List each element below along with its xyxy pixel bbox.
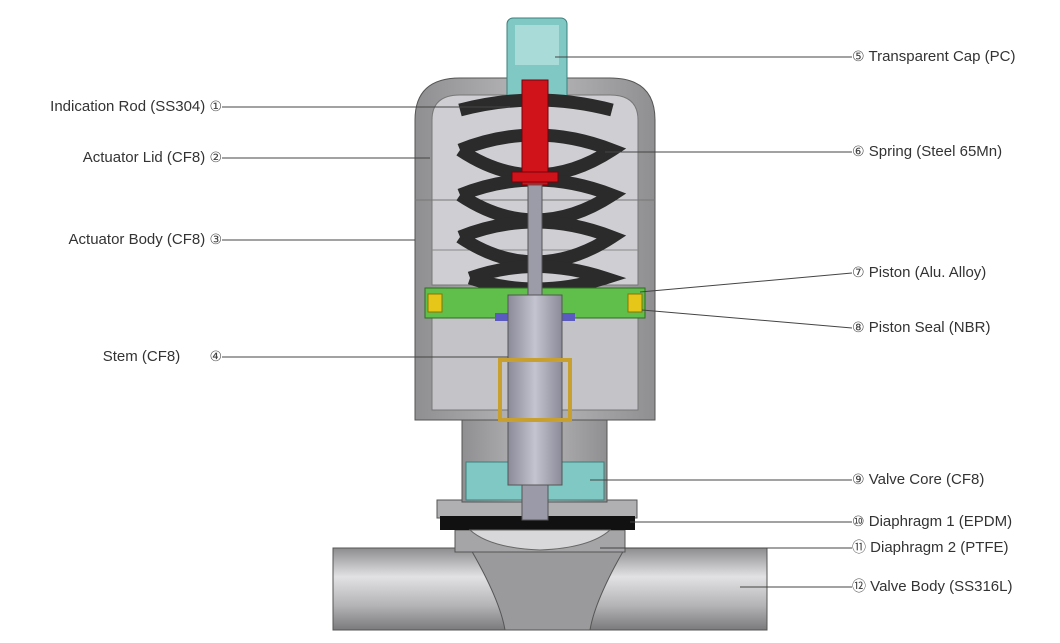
label-number: ⑧ bbox=[852, 320, 865, 336]
label-number: ⑪ bbox=[852, 540, 866, 556]
label-number: ③ bbox=[209, 232, 222, 248]
label-text: Piston Seal (NBR) bbox=[868, 319, 991, 336]
label-text: Spring (Steel 65Mn) bbox=[868, 143, 1003, 160]
indication-rod bbox=[521, 79, 549, 186]
label-number: ⑨ bbox=[852, 472, 865, 488]
label-text: Diaphragm 1 (EPDM) bbox=[868, 513, 1013, 530]
label-piston-seal: ⑧ Piston Seal (NBR) bbox=[852, 319, 990, 337]
label-text: Indication Rod (SS304) bbox=[50, 98, 206, 115]
label-diaphragm-1: ⑩ Diaphragm 1 (EPDM) bbox=[852, 513, 1012, 531]
label-text: Valve Core (CF8) bbox=[868, 471, 985, 488]
stem bbox=[507, 294, 563, 486]
label-number: ① bbox=[209, 99, 222, 115]
label-valve-core: ⑨ Valve Core (CF8) bbox=[852, 471, 984, 489]
leader-lines bbox=[222, 56, 853, 588]
label-number: ⑦ bbox=[852, 265, 865, 281]
label-text: Valve Body (SS316L) bbox=[870, 578, 1013, 595]
label-text: Transparent Cap (PC) bbox=[868, 48, 1016, 65]
label-text: Diaphragm 2 (PTFE) bbox=[870, 539, 1009, 556]
valve-body bbox=[332, 529, 768, 631]
label-text: Stem (CF8) bbox=[102, 348, 181, 365]
label-number: ② bbox=[209, 150, 222, 166]
piston-seal-right bbox=[627, 293, 643, 313]
diaphragm-2 bbox=[468, 529, 612, 551]
label-number: ⑩ bbox=[852, 514, 865, 530]
label-number: ⑤ bbox=[852, 49, 865, 65]
label-text: Actuator Lid (CF8) bbox=[82, 149, 206, 166]
label-actuator-body: Actuator Body (CF8) ③ bbox=[69, 231, 222, 249]
label-transparent-cap: ⑤ Transparent Cap (PC) bbox=[852, 48, 1015, 66]
label-number: ⑥ bbox=[852, 144, 865, 160]
label-indication-rod: Indication Rod (SS304) ① bbox=[50, 98, 222, 116]
piston-seal-left bbox=[427, 293, 443, 313]
label-stem: Stem (CF8) ④ bbox=[103, 348, 222, 366]
label-number: ⑫ bbox=[852, 579, 866, 595]
spring bbox=[456, 93, 627, 296]
label-number: ④ bbox=[209, 349, 222, 365]
label-piston: ⑦ Piston (Alu. Alloy) bbox=[852, 264, 986, 282]
label-text: Actuator Body (CF8) bbox=[68, 231, 206, 248]
label-valve-body: ⑫ Valve Body (SS316L) bbox=[852, 578, 1012, 596]
label-diaphragm-2: ⑪ Diaphragm 2 (PTFE) bbox=[852, 539, 1009, 557]
label-text: Piston (Alu. Alloy) bbox=[868, 264, 987, 281]
label-actuator-lid: Actuator Lid (CF8) ② bbox=[83, 149, 222, 167]
diaphragm-1 bbox=[440, 516, 635, 530]
label-spring: ⑥ Spring (Steel 65Mn) bbox=[852, 143, 1002, 161]
